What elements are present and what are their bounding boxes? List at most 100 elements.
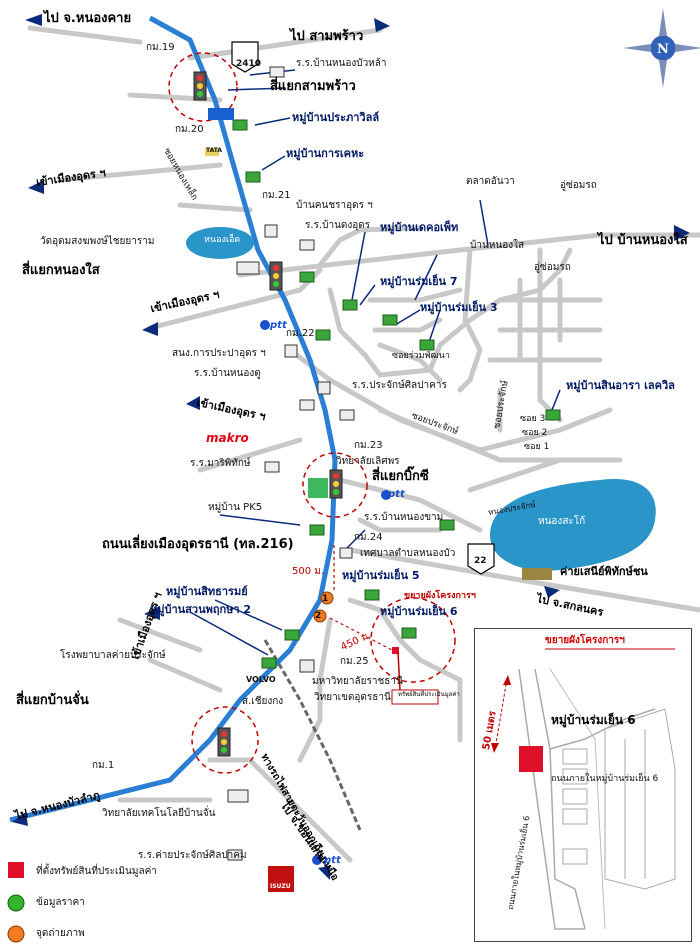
lake-nong-ed: [186, 227, 254, 259]
label-nong-ed: หนองเอ็ด: [204, 235, 241, 245]
label-km23: กม.23: [354, 440, 383, 451]
label-hospital: โรงพยาบาลค่ายประจักษ์: [60, 650, 166, 661]
label-nong-sakho: หนองสะโก้: [538, 516, 586, 527]
label-km24: กม.24: [354, 532, 383, 543]
label-bus-garage-1: อู่ซ่อมรถ: [560, 180, 597, 191]
inset-subject-marker: [519, 746, 543, 772]
label-photo-2: 2: [315, 611, 322, 621]
label-ket-udon: วิทยาเขตอุดรธานี: [314, 692, 391, 703]
label-photo-1: 1: [322, 594, 329, 604]
label-km19: กม.19: [146, 42, 175, 53]
label-soi-2: ซอย 2: [522, 428, 548, 438]
label-bigc-junction: สี่แยกบิ๊กซี: [372, 469, 429, 484]
label-ptt-3: ptt: [324, 855, 341, 866]
label-to-nongkhai: ไป จ.หนองคาย: [44, 11, 132, 26]
legend-subject-icon: [8, 862, 24, 878]
label-rr-nongkham: ร.ร.บ้านหนองขาม: [364, 512, 444, 523]
label-ban-nongsai: บ้านหนองใส: [470, 240, 525, 251]
label-romyen6-main: หมู่บ้านร่มเย็น 6: [380, 605, 458, 618]
label-tata: TATA: [206, 147, 223, 154]
inset-village-title: หมู่บ้านร่มเย็น 6: [551, 713, 636, 727]
label-nongsai-junction: สี่แยกหนองใส: [22, 263, 100, 278]
label-tech-college: วิทยาลัยเทคโนโลยีบ้านจั่น: [102, 808, 216, 819]
inset-panel: ขยายผังโครงการฯ หมู่บ้านร่มเย็น 6 50 เมต…: [474, 628, 692, 942]
label-suanprueksa: หมู่บ้านสวนพฤกษา 2: [150, 603, 252, 616]
ptt-icons: [260, 320, 391, 865]
label-rr-nongbuasam: ร.ร.บ้านหนองบัวหล้า: [296, 58, 387, 69]
minor-roads: [27, 25, 700, 863]
label-tessaban: เทศบาลตำบลหนองบัว: [360, 548, 456, 559]
label-sin-ara: หมู่บ้านสินอารา เลควิล: [566, 379, 675, 392]
main-highway: [9, 15, 338, 823]
label-dekoplace: หมู่บ้านเดคอเพ็ท: [380, 221, 459, 234]
photo-points: [313, 591, 334, 623]
label-makro: makro: [206, 431, 249, 445]
label-to-sampraw: ไป สามพร้าว: [290, 29, 364, 44]
legend-subject-label: ที่ตั้งทรัพย์สินที่ประเมินมูลค่า: [36, 866, 157, 877]
label-rajabhat: มหาวิทยาลัยราชธานี: [312, 676, 403, 687]
inset-road-label: ถนนภายในหมู่บ้านร่มเย็น 6: [551, 774, 659, 784]
label-bus-garage-2: อู่ซ่อมรถ: [534, 262, 571, 273]
legend-photo-label: จุดถ่ายภาพ: [36, 928, 85, 939]
label-volvo: VOLVO: [246, 675, 276, 684]
traffic-lights: [193, 71, 343, 757]
label-khonchara: บ้านคนชราอุดร ฯ: [296, 200, 373, 211]
label-km25: กม.25: [340, 656, 369, 667]
label-km20: กม.20: [175, 124, 204, 135]
junction-circles: [168, 52, 456, 774]
label-pk5: หมู่บ้าน PK5: [208, 502, 263, 513]
label-wittayalai: วิทยาลัยเลิศพร: [336, 456, 400, 467]
subject-property-marker: [392, 647, 399, 654]
label-km1: กม.1: [92, 760, 115, 771]
compass-letter: N: [657, 42, 669, 57]
label-ptt-2: ptt: [388, 489, 405, 500]
label-soi-3: ซอย 3: [520, 414, 546, 424]
label-pwa: สนง.การประปาอุดร ฯ: [172, 348, 266, 359]
label-rr-ban-dung: ร.ร.บ้านดงอุดร: [305, 220, 371, 231]
inset-map: [491, 648, 676, 930]
label-sampraw-junction: สี่แยกสามพร้าว: [270, 79, 356, 94]
subject-pointer-line: [397, 651, 401, 691]
legend-info-icon: [7, 894, 25, 912]
label-sitharom: หมู่บ้านสิทธารมย์: [166, 585, 248, 598]
lake-nong-sakho: [490, 479, 656, 571]
callout-arrows: [189, 69, 561, 656]
tata-logo: [205, 148, 219, 156]
label-ptt-1: ptt: [270, 320, 287, 331]
village-icons: [232, 119, 561, 669]
subject-label-box: [391, 689, 439, 705]
label-romyen7: หมู่บ้านร่มเย็น 7: [380, 275, 458, 288]
inset-title: ขยายผังโครงการฯ: [545, 635, 625, 646]
label-route-2410: 2410: [236, 59, 262, 69]
building-icons: [227, 66, 355, 861]
label-rr-prachak: ร.ร.ประจักษ์ศิลปาคาร: [352, 380, 447, 391]
label-soi-1: ซอย 1: [524, 442, 550, 452]
label-rr-masri: ร.ร.มาริพิทักษ์: [190, 458, 251, 469]
label-prapawill: หมู่บ้านประภาวิลล์: [292, 111, 380, 124]
legend-info-label: ข้อมูลราคา: [36, 897, 85, 908]
legend-photo-icon: [7, 925, 25, 943]
label-market: ตลาดอันวา: [466, 176, 515, 187]
label-romyen3: หมู่บ้านร่มเย็น 3: [420, 301, 498, 314]
label-rr-nongtoo: ร.ร.บ้านหนองตู: [194, 368, 261, 379]
compass-icon: [623, 8, 700, 88]
label-camp: ค่ายเสนีย์พิทักษ์ชน: [560, 565, 648, 578]
lotus-logo: [208, 108, 234, 120]
tank-icon: [522, 568, 552, 580]
label-km22: กม.22: [286, 328, 315, 339]
label-subject-small: ทรัพย์สินที่ประเมินมูลค่า: [398, 691, 460, 698]
label-romyen5: หมู่บ้านร่มเย็น 5: [342, 569, 420, 582]
label-isuzu: ISUZU: [270, 883, 291, 890]
isuzu-logo: [268, 866, 294, 892]
direction-arrows: [12, 14, 690, 880]
label-chiangrung: ส.เชียงกง: [242, 696, 284, 707]
label-to-nongsai: ไป บ้านหนองใส: [598, 233, 688, 248]
label-banchan-junction: สี่แยกบ้านจั่น: [16, 693, 89, 708]
label-dist-500: 500 ม.: [292, 566, 325, 577]
bigc-logo: [308, 478, 328, 498]
railway-line: [263, 639, 362, 831]
route-shields: [231, 41, 495, 575]
label-karkeha: หมู่บ้านการเคหะ: [286, 147, 365, 160]
label-wat-udom: วัดอุดมสงฆพงษ์ไชยยาราม: [40, 236, 155, 247]
